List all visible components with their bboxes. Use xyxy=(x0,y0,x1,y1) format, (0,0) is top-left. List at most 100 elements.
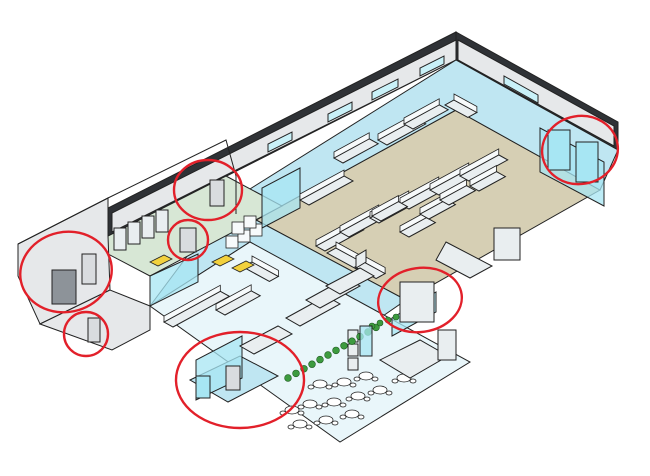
chair-icon xyxy=(331,382,339,388)
table-icon xyxy=(358,371,374,381)
left-small-door-icon xyxy=(87,317,101,343)
window xyxy=(419,55,445,77)
plant-icon xyxy=(316,355,324,364)
pallet-icon xyxy=(231,260,255,273)
office-door-icon xyxy=(209,179,225,207)
plant-icon xyxy=(332,346,340,355)
chair-icon xyxy=(409,378,417,384)
checkout-counter-icon xyxy=(238,325,294,355)
table-icon xyxy=(292,419,308,429)
storage-outline xyxy=(17,139,237,245)
highlight-bottom-entrance-washroom xyxy=(174,330,306,430)
shelf-top xyxy=(439,178,467,201)
plant-icon xyxy=(324,351,332,359)
vending-machine-icon xyxy=(347,343,359,357)
highlight-left-small-door xyxy=(62,310,110,358)
shelf-top xyxy=(333,132,370,159)
entrance-door-icon xyxy=(575,141,599,183)
plant-icon xyxy=(308,360,316,368)
cafe-seating xyxy=(279,329,417,430)
chair-icon xyxy=(313,420,321,426)
storage-door-icon xyxy=(81,253,97,285)
back-equipment xyxy=(359,227,521,361)
chair-icon xyxy=(339,414,347,420)
storage-cage-icon xyxy=(155,209,169,233)
chair-icon xyxy=(371,376,379,382)
stacked-box-icon xyxy=(225,235,239,249)
chair-icon xyxy=(349,382,357,388)
glass-partition xyxy=(149,253,199,307)
highlight-large-storage-door xyxy=(19,230,113,314)
table-icon xyxy=(302,399,318,409)
plant-icon xyxy=(284,374,292,382)
checkout-counter-icon xyxy=(324,267,376,295)
pallet-icon xyxy=(211,254,235,267)
table-icon xyxy=(318,415,334,425)
storage-cage-icon xyxy=(141,215,155,239)
plant-icon xyxy=(392,313,400,321)
table-icon xyxy=(312,379,328,389)
storage-items xyxy=(113,209,367,273)
window xyxy=(503,75,539,104)
chair-icon xyxy=(307,384,315,390)
highlight-annotations xyxy=(19,114,620,430)
chair-icon xyxy=(353,376,361,382)
shelf-top xyxy=(371,194,399,217)
plant-icon xyxy=(348,337,356,345)
chair-icon xyxy=(367,390,375,396)
stacked-box-icon xyxy=(243,215,257,229)
table-icon xyxy=(336,377,352,387)
chair-icon xyxy=(297,410,305,416)
window xyxy=(371,78,399,101)
service-counter-icon xyxy=(435,241,494,279)
shelf-top xyxy=(215,284,252,311)
storage-cage-icon xyxy=(113,227,127,251)
chair-icon xyxy=(339,402,347,408)
shelf-top xyxy=(251,255,279,278)
chair-icon xyxy=(297,404,305,410)
doors xyxy=(51,129,599,399)
highlight-right-entrance xyxy=(540,114,620,186)
storage-cage-icon xyxy=(127,221,141,245)
chair-icon xyxy=(391,378,399,384)
display-case-icon xyxy=(437,329,457,361)
highlight-storage-back-door xyxy=(172,158,244,222)
window xyxy=(267,131,293,153)
table-icon xyxy=(344,409,360,419)
stacked-box-icon xyxy=(231,221,245,235)
highlight-service-counter xyxy=(376,266,464,334)
window xyxy=(327,101,353,123)
chair-icon xyxy=(385,390,393,396)
chair-icon xyxy=(315,404,323,410)
table-icon xyxy=(372,385,388,395)
shelf-top xyxy=(459,148,500,177)
clerestory-windows xyxy=(267,55,539,153)
chair-icon xyxy=(357,414,365,420)
chair-icon xyxy=(345,396,353,402)
shelf-top xyxy=(403,98,440,125)
vending-machine-icon xyxy=(347,357,359,371)
plant-icon xyxy=(292,369,300,378)
shelf-top xyxy=(453,93,478,114)
entrance-door-icon xyxy=(547,129,571,171)
large-storage-door-icon xyxy=(51,269,77,305)
checkout-counters xyxy=(238,241,494,379)
chair-icon xyxy=(287,424,295,430)
highlight-office-door xyxy=(166,218,210,262)
chair-icon xyxy=(363,396,371,402)
refrigerator-icon xyxy=(399,281,435,323)
shelf-top xyxy=(163,284,221,323)
chair-icon xyxy=(325,384,333,390)
cart-icon xyxy=(355,249,367,269)
plant-icon xyxy=(376,319,384,327)
shelf-top xyxy=(299,169,345,201)
chair-icon xyxy=(305,424,313,430)
pallet-icon xyxy=(149,254,173,267)
refrigerator-icon xyxy=(493,227,521,261)
plant-icon xyxy=(340,342,348,350)
chair-icon xyxy=(331,420,339,426)
table-icon xyxy=(350,391,366,401)
chair-icon xyxy=(321,402,329,408)
